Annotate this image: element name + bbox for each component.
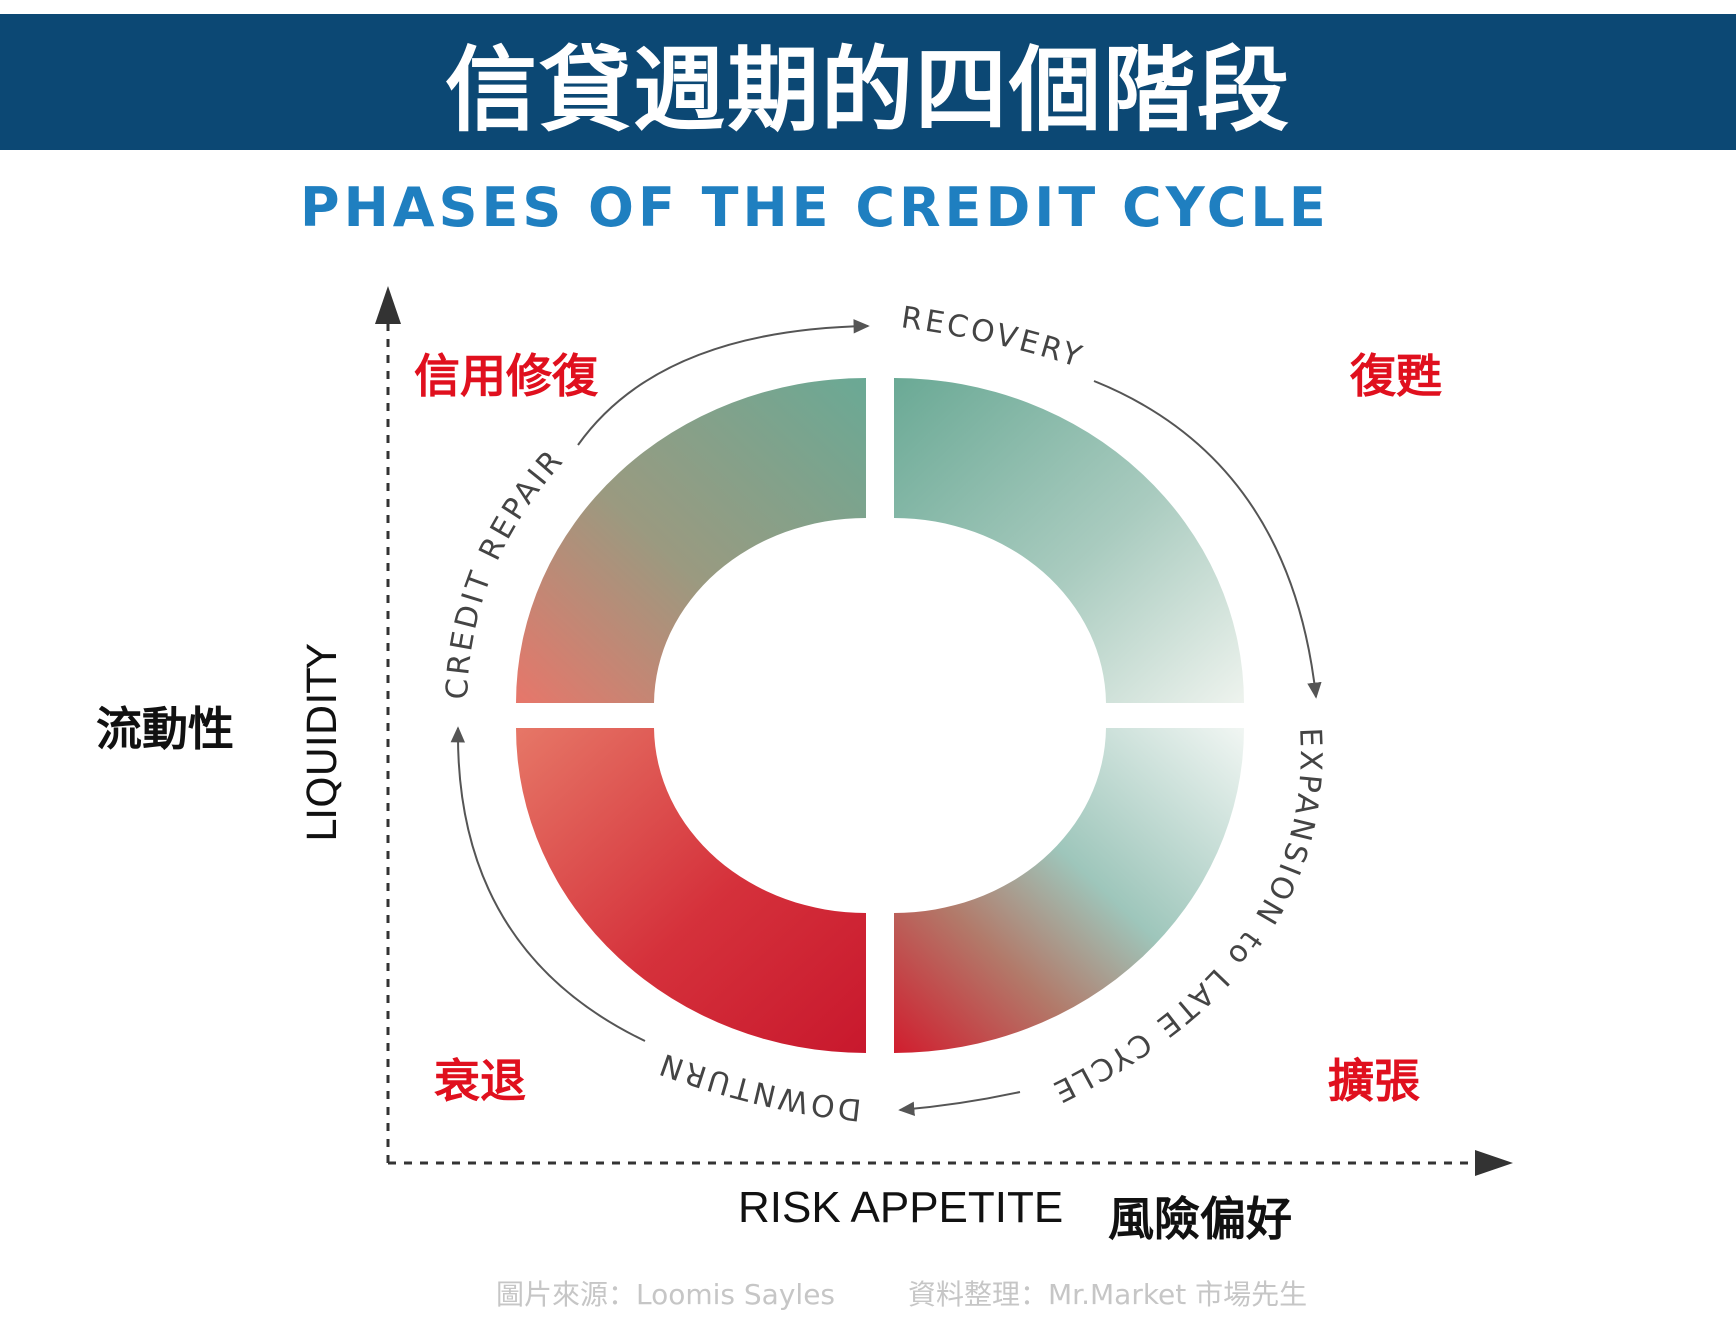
arrow-repair-to-recovery [577, 319, 870, 446]
diagram-subtitle: PHASES OF THE CREDIT CYCLE [300, 176, 1330, 239]
ring-segment-recovery [894, 378, 1244, 703]
cn-label-downturn: 衰退 [434, 1054, 526, 1108]
x-axis-label-cn: 風險偏好 [1108, 1192, 1292, 1246]
phase-label-downturn: DOWNTURN [653, 1045, 863, 1127]
data-compiled-by: 資料整理：Mr.Market 市場先生 [908, 1278, 1308, 1311]
image-source: 圖片來源：Loomis Sayles [496, 1278, 836, 1311]
arrow-expansion-to-downturn [898, 1091, 1021, 1116]
y-axis-label: LIQUIDITY [300, 643, 346, 842]
title-banner: 信貸週期的四個階段 [0, 14, 1736, 150]
arrow-downturn-to-repair [450, 726, 646, 1042]
arrow-recovery-to-expansion [1093, 380, 1322, 699]
ring-segment-expansion [894, 728, 1244, 1053]
page-title: 信貸週期的四個階段 [444, 36, 1291, 144]
x-axis [388, 1150, 1513, 1176]
cn-label-credit-repair: 信用修復 [414, 349, 598, 403]
y-axis [375, 286, 401, 1163]
y-axis-arrowhead [375, 286, 401, 324]
phase-label-recovery: RECOVERY [899, 300, 1088, 375]
cn-label-recovery: 復甦 [1350, 349, 1442, 403]
x-axis-arrowhead [1475, 1150, 1513, 1176]
x-axis-label: RISK APPETITE [738, 1183, 1064, 1232]
ring-segment-credit-repair [516, 378, 866, 703]
ring-segment-downturn [516, 728, 866, 1053]
cn-label-expansion: 擴張 [1328, 1054, 1420, 1108]
y-axis-label-cn: 流動性 [96, 702, 234, 756]
